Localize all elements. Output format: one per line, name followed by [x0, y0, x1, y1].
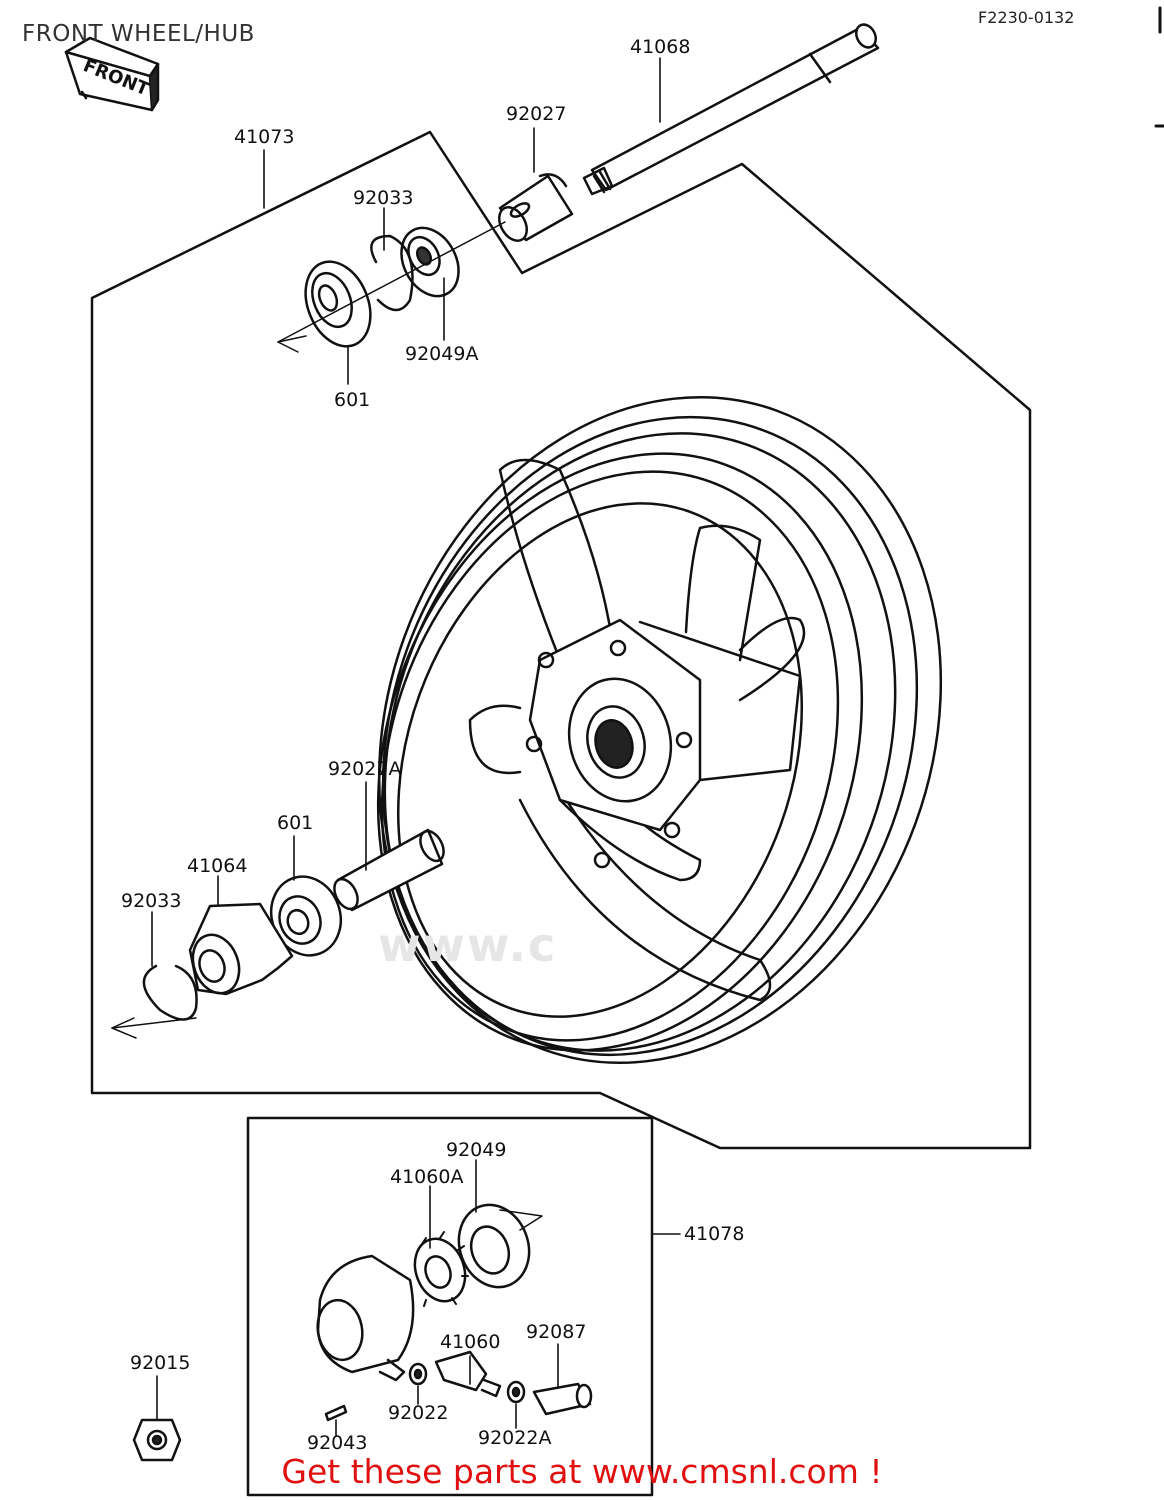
pin [324, 1404, 348, 1422]
bearing-lower [269, 875, 343, 957]
watermark-text: www.c [378, 918, 558, 972]
wheel-spokes [468, 458, 806, 1002]
callout-41060a[interactable]: 41060A [390, 1166, 464, 1188]
callout-92087[interactable]: 92087 [526, 1321, 587, 1343]
callout-92015[interactable]: 92015 [130, 1352, 191, 1374]
washer-right [506, 1380, 526, 1404]
callout-92043[interactable]: 92043 [307, 1432, 368, 1454]
nut-icon [132, 1418, 182, 1462]
callout-92049a[interactable]: 92049A [405, 343, 479, 365]
callout-41060[interactable]: 41060 [440, 1331, 501, 1353]
gear-housing [188, 902, 294, 996]
pinion-gear [434, 1350, 502, 1398]
washer-left [408, 1362, 428, 1386]
collar [333, 828, 445, 912]
page-title: FRONT WHEEL/HUB [22, 21, 255, 47]
gear-assembly-boundary [246, 1116, 654, 1497]
axle-shaft [582, 23, 880, 196]
callout-92022[interactable]: 92022 [388, 1402, 449, 1424]
reference-code: F2230-0132 [978, 8, 1075, 27]
wheel-assembly-boundary [90, 130, 1032, 1150]
leader-lines [151, 57, 681, 1437]
circlip-lower [142, 964, 198, 1021]
callout-92022a[interactable]: 92022A [478, 1427, 552, 1449]
callout-41064[interactable]: 41064 [187, 855, 248, 877]
wheel-hub [525, 618, 802, 869]
callout-41078[interactable]: 41078 [684, 1223, 745, 1245]
footer-link[interactable]: Get these parts at www.cmsnl.com ! [281, 1452, 883, 1491]
sleeve [498, 173, 574, 242]
drive-gear [413, 1231, 469, 1307]
oil-seal-gear [457, 1203, 543, 1289]
callout-41068[interactable]: 41068 [630, 36, 691, 58]
callout-92027a[interactable]: 92027A [328, 758, 402, 780]
callout-41073[interactable]: 41073 [234, 126, 295, 148]
circlip-upper [370, 234, 414, 312]
callout-601-lower[interactable]: 601 [277, 812, 314, 834]
callout-92049[interactable]: 92049 [446, 1139, 507, 1161]
callout-92033-upper[interactable]: 92033 [353, 187, 414, 209]
callout-92033-lower[interactable]: 92033 [121, 890, 182, 912]
callout-92027[interactable]: 92027 [506, 103, 567, 125]
callout-601-upper[interactable]: 601 [334, 389, 371, 411]
front-arrow-icon [64, 36, 160, 112]
bearing-upper [304, 260, 372, 348]
bushing [532, 1382, 593, 1416]
gear-case [316, 1254, 415, 1382]
